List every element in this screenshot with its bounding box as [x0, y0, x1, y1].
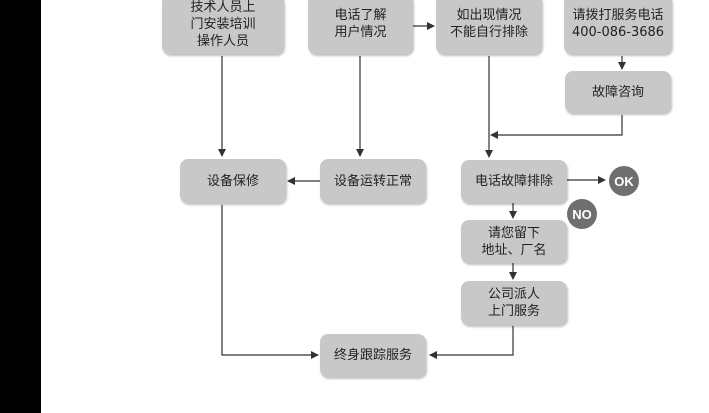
edge-dispatch-to-lifetime	[429, 326, 514, 359]
edge-consult-to-merge	[490, 115, 623, 139]
node-company-dispatch: 公司派人 上门服务	[461, 281, 567, 325]
node-phone-troubleshoot: 电话故障排除	[461, 160, 567, 203]
node-phone-user-label: 电话了解 用户情况	[334, 8, 387, 40]
node-fault-consult-label: 故障咨询	[591, 84, 644, 100]
node-call-service-label: 请拨打服务电话 400-086-3686	[571, 8, 665, 40]
node-if-problem: 如出现情况 不能自行排除	[436, 0, 542, 54]
node-phone-user: 电话了解 用户情况	[308, 0, 413, 54]
left-black-bar	[0, 0, 41, 413]
node-equip-maintenance: 设备保修	[180, 159, 286, 203]
node-company-dispatch-label: 公司派人 上门服务	[487, 287, 540, 319]
node-tech-training-label: 技术人员上 门安装培训 操作人员	[190, 0, 256, 49]
node-if-problem-label: 如出现情况 不能自行排除	[449, 8, 528, 40]
ok-badge: OK	[609, 166, 639, 196]
node-call-service: 请拨打服务电话 400-086-3686	[564, 0, 672, 54]
node-tech-training: 技术人员上 门安装培训 操作人员	[162, 0, 284, 54]
no-badge: NO	[567, 199, 597, 229]
node-fault-consult: 故障咨询	[565, 71, 671, 113]
edge-maintenance-to-lifetime	[221, 205, 319, 359]
ok-badge-label: OK	[614, 173, 634, 189]
node-phone-troubleshoot-label: 电话故障排除	[474, 174, 553, 189]
node-leave-address-label: 请您留下 地址、厂名	[481, 225, 547, 258]
node-leave-address: 请您留下 地址、厂名	[461, 220, 567, 263]
node-lifetime-service-label: 终身跟踪服务	[333, 348, 412, 363]
node-lifetime-service: 终身跟踪服务	[320, 334, 426, 377]
node-equip-running: 设备运转正常	[320, 159, 426, 203]
node-equip-running-label: 设备运转正常	[333, 173, 412, 189]
no-badge-label: NO	[572, 206, 592, 222]
node-equip-maintenance-label: 设备保修	[206, 173, 259, 189]
